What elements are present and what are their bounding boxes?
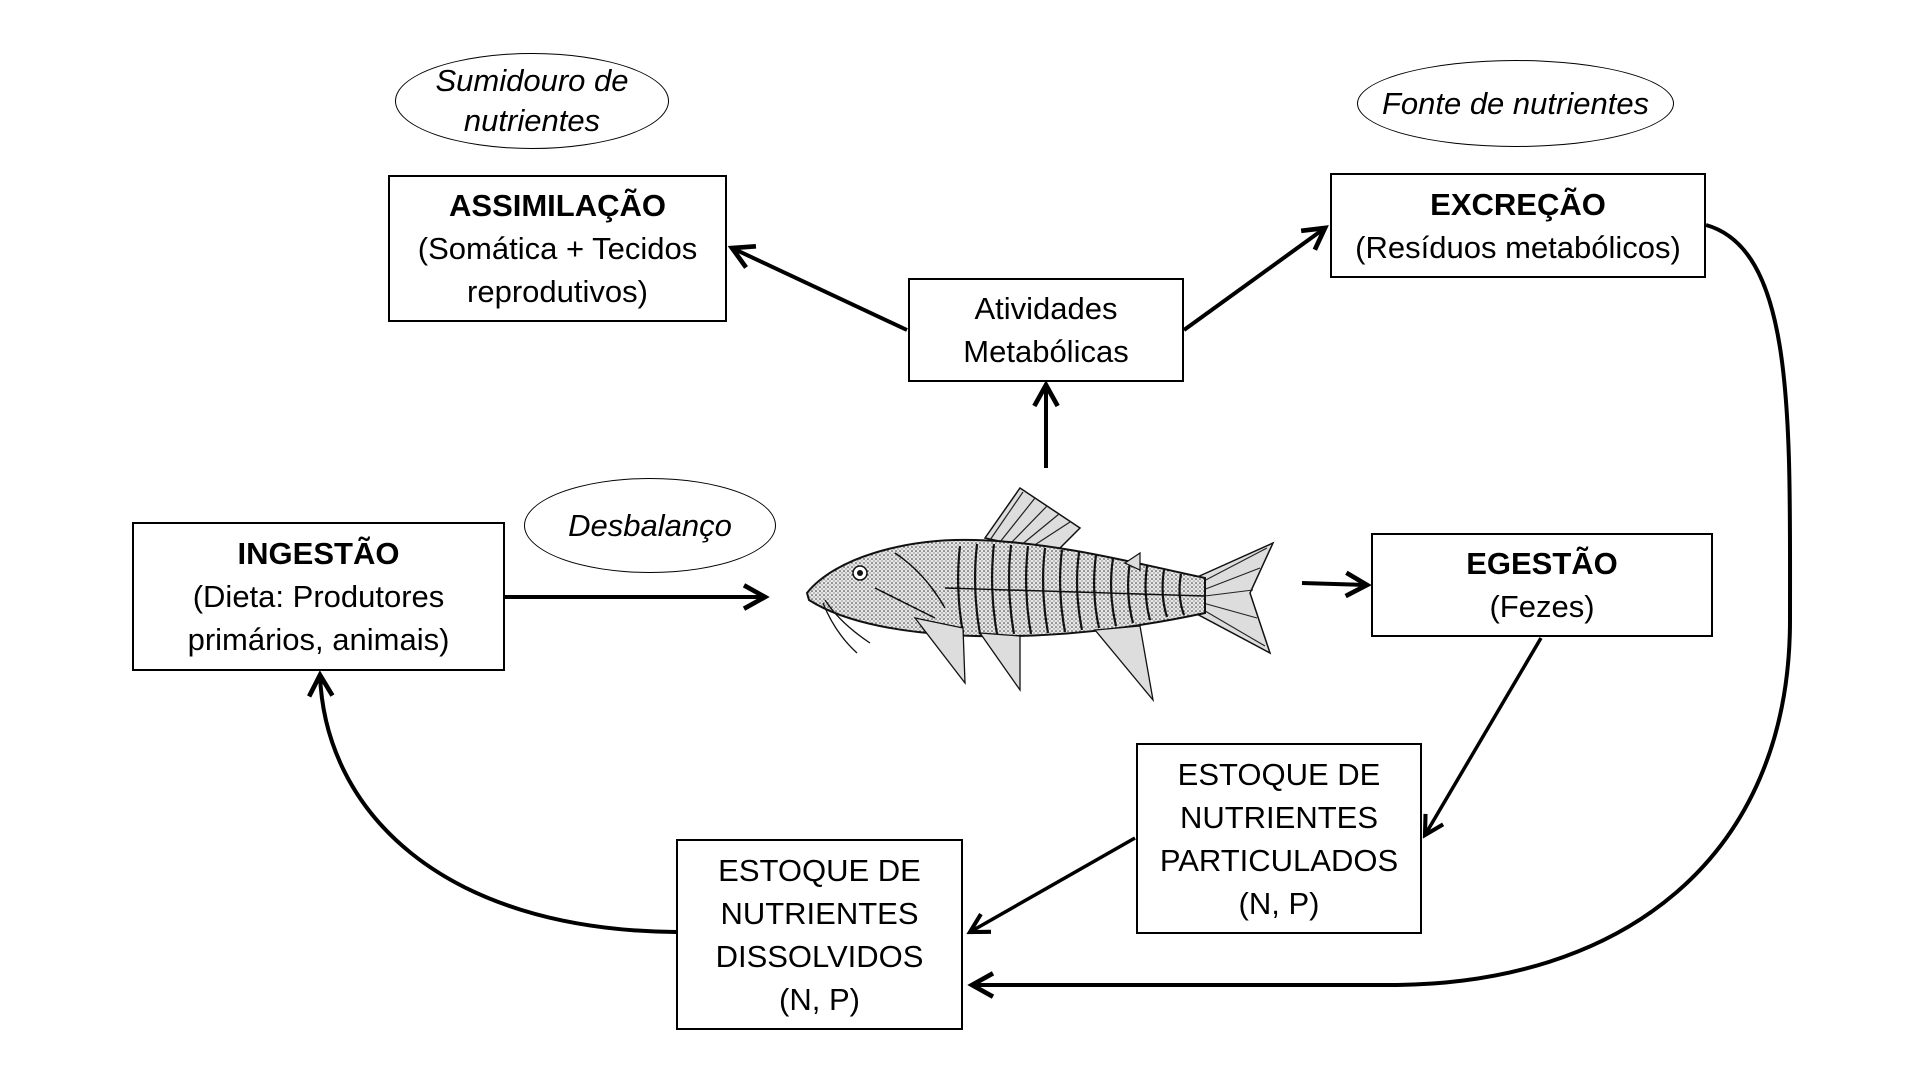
box-assimilation-title: ASSIMILAÇÃO <box>449 188 666 223</box>
box-ingestion-line-1: (Dieta: Produtores <box>192 579 445 614</box>
box-excretion: EXCREÇÃO (Resíduos metabólicos) <box>1330 173 1706 278</box>
label-nutrient-source-text: Fonte de nutrientes <box>1381 85 1650 121</box>
box-assimilation: ASSIMILAÇÃO (Somática + Tecidos reprodut… <box>388 175 727 322</box>
label-imbalance: Desbalanço <box>524 478 776 573</box>
label-nutrient-sink-line-2: nutrientes <box>463 103 601 138</box>
box-egestion-line-1: (Fezes) <box>1489 589 1595 624</box>
box-particulate-line-1: ESTOQUE DE <box>1177 756 1381 792</box>
box-particulate-line-3: PARTICULADOS <box>1159 842 1399 878</box>
box-ingestion-line-2: primários, animais) <box>187 622 450 657</box>
box-particulate-stock: ESTOQUE DE NUTRIENTES PARTICULADOS (N, P… <box>1136 743 1422 934</box>
label-nutrient-sink-line-1: Sumidouro de <box>435 63 629 98</box>
box-metabolic-line-2: Metabólicas <box>963 334 1129 369</box>
box-particulate-line-4: (N, P) <box>1238 885 1320 921</box>
label-nutrient-sink: Sumidouro de nutrientes <box>395 53 669 149</box>
arrow-egestion-to-particulate <box>1425 637 1543 835</box>
box-ingestion-title: INGESTÃO <box>237 536 400 571</box>
box-dissolved-line-2: NUTRIENTES <box>720 895 919 931</box>
arrow-excretion-to-dissolved <box>972 223 1793 985</box>
arrow-particulate-to-dissolved <box>970 836 1136 932</box>
label-imbalance-text: Desbalanço <box>568 507 732 543</box>
box-assimilation-line-2: reprodutivos) <box>467 274 648 309</box>
box-excretion-line-1: (Resíduos metabólicos) <box>1355 229 1681 265</box>
arrow-fish-to-egestion <box>1301 583 1367 585</box>
box-dissolved-line-4: (N, P) <box>779 981 860 1017</box>
box-dissolved-line-3: DISSOLVIDOS <box>715 938 924 974</box>
box-particulate-line-2: NUTRIENTES <box>1179 799 1379 835</box>
box-egestion-title: EGESTÃO <box>1466 546 1618 581</box>
box-dissolved-stock: ESTOQUE DE NUTRIENTES DISSOLVIDOS (N, P) <box>676 839 963 1030</box>
arrow-metabolic-to-excretion <box>1182 228 1325 332</box>
box-metabolic-line-1: Atividades <box>974 291 1118 326</box>
box-assimilation-line-1: (Somática + Tecidos <box>417 231 698 266</box>
arrow-metabolic-to-assimilation <box>732 248 908 332</box>
box-egestion: EGESTÃO (Fezes) <box>1371 533 1713 637</box>
box-excretion-title: EXCREÇÃO <box>1430 186 1606 222</box>
label-nutrient-source: Fonte de nutrientes <box>1357 60 1674 147</box>
arrow-dissolved-to-ingestion <box>320 675 677 934</box>
box-ingestion: INGESTÃO (Dieta: Produtores primários, a… <box>132 522 505 671</box>
box-dissolved-line-1: ESTOQUE DE <box>718 852 921 888</box>
catfish-illustration-icon <box>805 486 1275 703</box>
box-metabolic-activities: Atividades Metabólicas <box>908 278 1184 382</box>
